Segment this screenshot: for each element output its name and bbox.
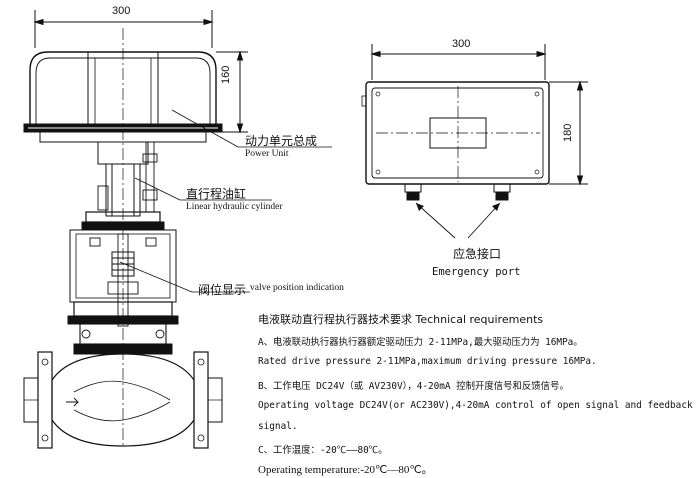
requirement-c-en: Operating temperature:-20℃—80℃。: [258, 464, 433, 476]
box-width-dimension: [370, 44, 547, 80]
power-unit-label-cn: 动力单元总成: [245, 134, 318, 148]
emergency-port-right: [493, 183, 511, 201]
actuator-assembly: [23, 10, 332, 449]
requirement-b-en-1: Operating voltage DC24V(or AC230V),4-20m…: [258, 400, 693, 411]
actuator-height-label: 160: [220, 65, 232, 84]
box-width-label: 300: [452, 38, 471, 50]
box-height-label: 180: [562, 123, 574, 142]
power-unit-leader: [171, 109, 239, 148]
actuator-height-dimension: [216, 50, 248, 134]
valve-position-label-en: valve position indication: [250, 283, 344, 293]
yoke-frame: [67, 229, 179, 327]
emergency-port-label-cn: 应急接口: [453, 247, 502, 261]
cylinder-leader: [134, 177, 181, 201]
power-unit-label-en: Power Unit: [245, 149, 289, 159]
requirement-c-cn: C、工作温度：-20℃——80℃。: [258, 445, 388, 456]
emergency-port-left: [404, 183, 422, 201]
requirement-a-cn: A、电液联动执行器执行器额定驱动压力 2-11MPa,最大驱动压力为 16MPa…: [258, 337, 583, 348]
control-box: [361, 44, 588, 239]
requirements-title: 电液联动直行程执行器技术要求 Technical requirements: [258, 313, 544, 326]
requirement-b-en-2: signal.: [258, 421, 298, 432]
cylinder-label-cn: 直行程油缸: [186, 187, 247, 201]
box-height-dimension: [549, 80, 588, 186]
actuator-width-label: 300: [112, 5, 131, 17]
valve-position-label-cn: 阀位显示: [198, 283, 247, 297]
valve-position-leader: [119, 261, 193, 293]
requirement-a-en: Rated drive pressure 2-11MPa,maximum dri…: [258, 356, 597, 367]
valve-body: [23, 351, 223, 449]
actuator-width-dimension: [33, 10, 214, 48]
emergency-port-label-en: Emergency port: [432, 266, 521, 278]
cylinder-label-en: Linear hydraulic cylinder: [186, 202, 283, 212]
requirement-b-cn: B、工作电压 DC24V（或 AV230V），4-20mA 控制开度信号和反馈信…: [258, 381, 569, 392]
